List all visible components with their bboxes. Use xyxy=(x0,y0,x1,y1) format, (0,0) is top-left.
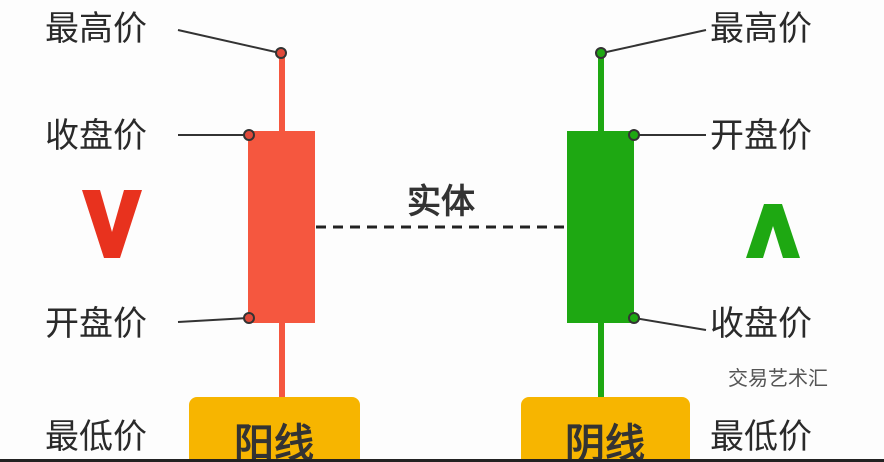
yin-close-dot xyxy=(628,312,640,324)
up-caret-icon xyxy=(746,204,800,258)
yin-open-label: 开盘价 xyxy=(710,116,812,156)
yang-low-label: 最低价 xyxy=(45,417,147,457)
yang-high-dot xyxy=(275,47,287,59)
yin-low-label: 最低价 xyxy=(710,417,812,457)
yang-open-label: 开盘价 xyxy=(45,304,147,344)
yin-close-label: 收盘价 xyxy=(710,304,812,344)
yang-close-label: 收盘价 xyxy=(45,116,147,156)
yin-tag: 阴线 xyxy=(565,421,645,462)
yin-high-label: 最高价 xyxy=(710,9,812,49)
watermark: 交易艺术汇 xyxy=(728,366,828,390)
bottom-border xyxy=(0,459,884,462)
body-label: 实体 xyxy=(407,182,475,222)
yang-body xyxy=(248,131,315,323)
yin-high-dot xyxy=(595,47,607,59)
yin-tag-box xyxy=(521,397,690,462)
yang-tag-box xyxy=(189,397,360,462)
yin-body xyxy=(567,131,634,323)
leader-lines xyxy=(177,29,707,331)
yin-open-dot xyxy=(628,129,640,141)
yang-tag: 阳线 xyxy=(234,421,314,462)
yang-close-dot xyxy=(243,129,255,141)
yang-high-label: 最高价 xyxy=(45,9,147,49)
yang-candle xyxy=(248,53,315,403)
yin-candle xyxy=(567,53,634,403)
yang-open-dot xyxy=(243,312,255,324)
down-v-icon xyxy=(82,190,142,258)
